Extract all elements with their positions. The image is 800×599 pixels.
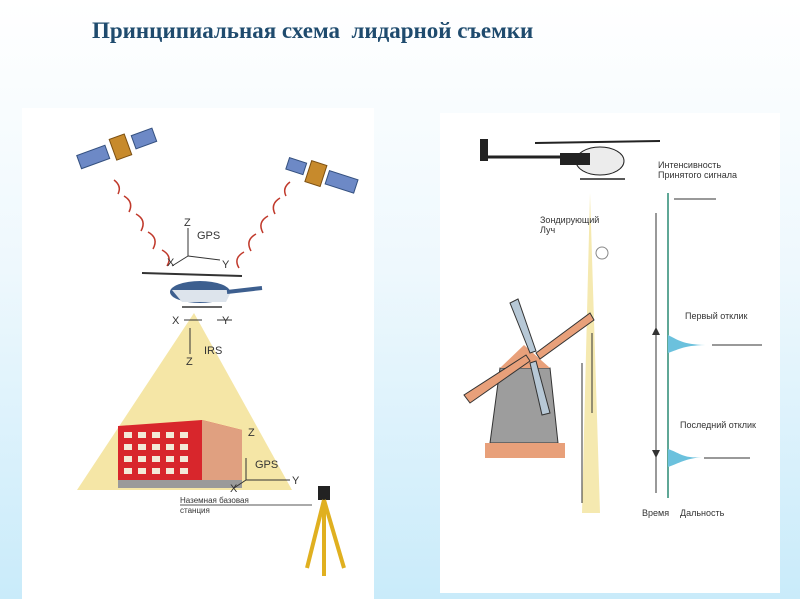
- first-return-pulse: [668, 335, 710, 353]
- last-return-label: Последний отклик: [680, 420, 756, 430]
- gps-axes-top: [171, 228, 221, 267]
- axis-x-mid-label: X: [172, 315, 180, 327]
- axis-x-bottom-label: X: [230, 483, 238, 495]
- gps-top-label: GPS: [197, 230, 220, 242]
- waveform-diagram: Интенсивность Принятого сигнала Зондирую…: [463, 139, 762, 518]
- axis-z-bottom-label: Z: [248, 427, 255, 439]
- beam-label-line1: Зондирующий: [540, 215, 599, 225]
- satellite-right-icon: [285, 156, 359, 194]
- axis-y-bottom-label: Y: [292, 475, 300, 487]
- last-return-pulse: [668, 449, 702, 467]
- irs-axes: [184, 319, 232, 354]
- axis-z-mid-label: Z: [186, 356, 193, 368]
- axis-x-top-label: X: [167, 257, 175, 269]
- windmill-icon: [463, 298, 595, 458]
- base-station-label-line2: станция: [180, 506, 210, 515]
- beam-label-line2: Луч: [540, 225, 556, 235]
- beam-arrows: [581, 333, 593, 503]
- base-station-label-line1: Наземная базовая: [180, 496, 249, 505]
- intensity-label-line2: Принятого сигнала: [658, 170, 737, 180]
- irs-label: IRS: [204, 345, 222, 357]
- waveform-panel: Интенсивность Принятого сигнала Зондирую…: [440, 113, 780, 593]
- axis-y-mid-label: Y: [222, 315, 230, 327]
- axis-z-top-label: Z: [184, 217, 191, 229]
- lidar-scheme-panel: Z GPS X Y X Y IRS Z: [22, 108, 374, 599]
- probing-beam: [582, 193, 600, 513]
- axis-y-top-label: Y: [222, 259, 230, 271]
- intensity-label-line1: Интенсивность: [658, 160, 721, 170]
- satellite-left-icon: [76, 127, 158, 170]
- gps-bottom-label: GPS: [255, 459, 278, 471]
- building-icon: [118, 420, 242, 488]
- gps-axes-bottom: [233, 458, 290, 489]
- target-point-icon: [595, 246, 609, 260]
- range-label: Дальность: [680, 508, 725, 518]
- gps-signal-right-icon: [236, 181, 291, 269]
- helicopter-icon: [480, 139, 661, 180]
- first-return-label: Первый отклик: [685, 311, 748, 321]
- page-title: Принципиальная схема лидарной съемки: [92, 18, 534, 43]
- gps-signal-left-icon: [113, 179, 170, 267]
- tripod-station-icon: [305, 486, 346, 576]
- lidar-scheme-diagram: Z GPS X Y X Y IRS Z: [76, 127, 359, 576]
- time-label: Время: [642, 508, 669, 518]
- helicopter-icon: [141, 272, 263, 308]
